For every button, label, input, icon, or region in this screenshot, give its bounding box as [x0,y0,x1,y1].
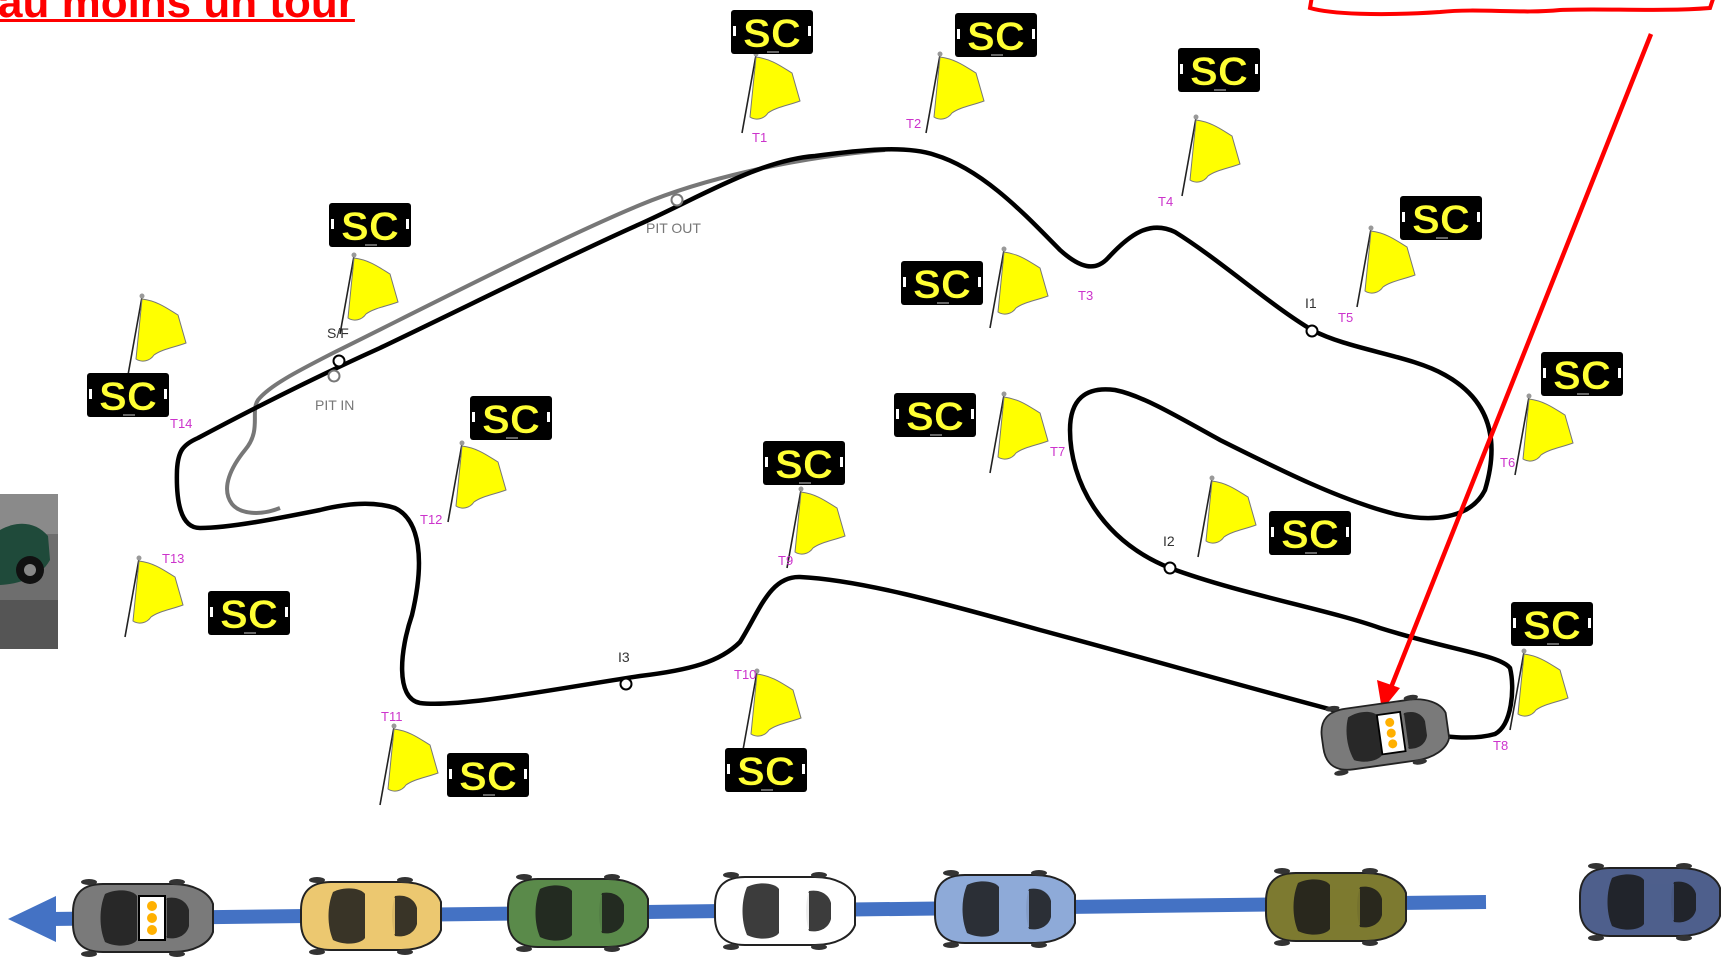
sc-board [894,393,976,439]
label-i2: I2 [1163,533,1175,549]
queue-arrowhead [8,896,56,942]
car-photo-thumbnail [0,494,58,649]
label-pit-out: PIT OUT [646,220,701,236]
marker-i3 [621,679,632,690]
sc-board [208,591,290,637]
yellow-flag-icon [787,487,845,569]
sc-board [731,10,813,56]
sc-board [87,373,169,419]
yellow-flag-icon [340,253,398,335]
yellow-flag-icon [990,247,1048,329]
turn-label-t4: T4 [1158,194,1173,209]
yellow-flag-icon [448,441,506,523]
marker-start-finish [334,356,345,367]
yellow-flag-icon [1510,649,1568,731]
sc-board [1541,352,1623,398]
turn-label-t5: T5 [1338,310,1353,325]
sc-board [763,441,845,487]
sc-board [447,753,529,799]
queue-car [1266,868,1406,946]
turn-label-t6: T6 [1500,455,1515,470]
sc-board [1400,196,1482,242]
turn-label-t7: T7 [1050,444,1065,459]
sc-board [1178,48,1260,94]
turn-label-t11: T11 [381,709,402,724]
turn-label-t3: T3 [1078,288,1093,303]
yellow-flag-icon [1182,115,1240,197]
turn-label-t10: T10 [734,667,756,682]
turn-label-t1: T1 [752,130,767,145]
queue-car [715,872,855,950]
sc-board [901,261,983,307]
yellow-flag-icon [128,294,186,376]
safety-car-on-track [1318,690,1453,777]
callout-box [1310,0,1714,14]
turn-label-t12: T12 [420,512,442,527]
sc-board [329,203,411,249]
yellow-flag-icon [926,52,984,134]
marker-pit-in [329,371,340,382]
marker-i2 [1165,563,1176,574]
sc-board [1511,602,1593,648]
label-pit-in: PIT IN [315,397,354,413]
yellow-flag-icon [742,52,800,134]
turn-label-t8: T8 [1493,738,1508,753]
yellow-flag-icon [1515,394,1573,476]
queue-safety-car [73,879,213,957]
yellow-flag-icon [380,724,438,806]
label-i3: I3 [618,649,630,665]
marker-i1 [1307,326,1318,337]
marker-pit-out [672,195,683,206]
label-i1: I1 [1305,295,1317,311]
turn-label-t14: T14 [170,416,192,431]
sc-board [955,13,1037,59]
yellow-flag-icon [125,556,183,638]
sc-board [470,396,552,442]
queue-car [508,874,648,952]
turn-label-t2: T2 [906,116,921,131]
queue-car [301,877,441,955]
turn-label-t9: T9 [778,553,793,568]
yellow-flag-icon [1198,476,1256,558]
yellow-flags [125,52,1573,806]
queue-car [1580,863,1720,941]
yellow-flag-icon [990,392,1048,474]
sc-board [1269,511,1351,557]
sc-board [725,748,807,794]
turn-label-t13: T13 [162,551,184,566]
queue-car [935,870,1075,948]
label-start-finish: S/F [327,325,349,341]
